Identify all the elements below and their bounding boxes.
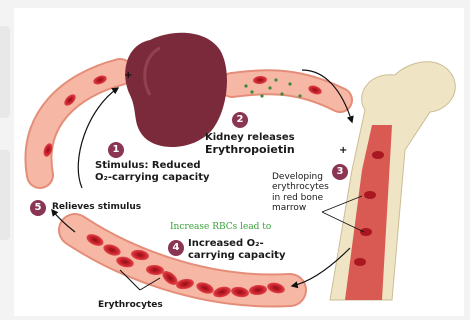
step-4-line-2: carrying capacity xyxy=(188,250,285,262)
step-3-label: Developing erythrocytes in red bone marr… xyxy=(272,172,329,213)
step-3-line-2: erythrocytes xyxy=(272,182,329,192)
overlay-annotation: Increase RBCs lead to xyxy=(170,222,271,232)
step-3-badge: 3 xyxy=(332,164,348,180)
step-2-label: Kidney releases Erythropoietin xyxy=(205,132,295,156)
step-4-line-1: Increased O₂- xyxy=(188,238,285,250)
step-3-line-1: Developing xyxy=(272,172,329,182)
step-1-label: Stimulus: Reduced O₂-carrying capacity xyxy=(95,160,210,183)
erythrocytes-label: Erythrocytes xyxy=(98,300,163,310)
step-5-badge: 5 xyxy=(30,200,46,216)
step-2-line-2: Erythropoietin xyxy=(205,144,295,157)
step-4-label: Increased O₂- carrying capacity xyxy=(188,238,285,261)
step-2-badge: 2 xyxy=(232,112,248,128)
step-4-badge: 4 xyxy=(168,240,184,256)
step-3-line-4: marrow xyxy=(272,203,329,213)
kidney-icon xyxy=(125,33,227,147)
step-3-line-3: in red bone xyxy=(272,193,329,203)
plus-sign: + xyxy=(124,70,132,81)
step-1-badge: 1 xyxy=(108,142,124,158)
plus-sign: + xyxy=(339,145,347,156)
step-2-line-1: Kidney releases xyxy=(205,132,295,144)
step-5-label: Relieves stimulus xyxy=(52,202,141,212)
step-1-line-1: Stimulus: Reduced xyxy=(95,160,210,172)
vessel-epo-fill xyxy=(232,82,340,100)
step-1-line-2: O₂-carrying capacity xyxy=(95,172,210,184)
